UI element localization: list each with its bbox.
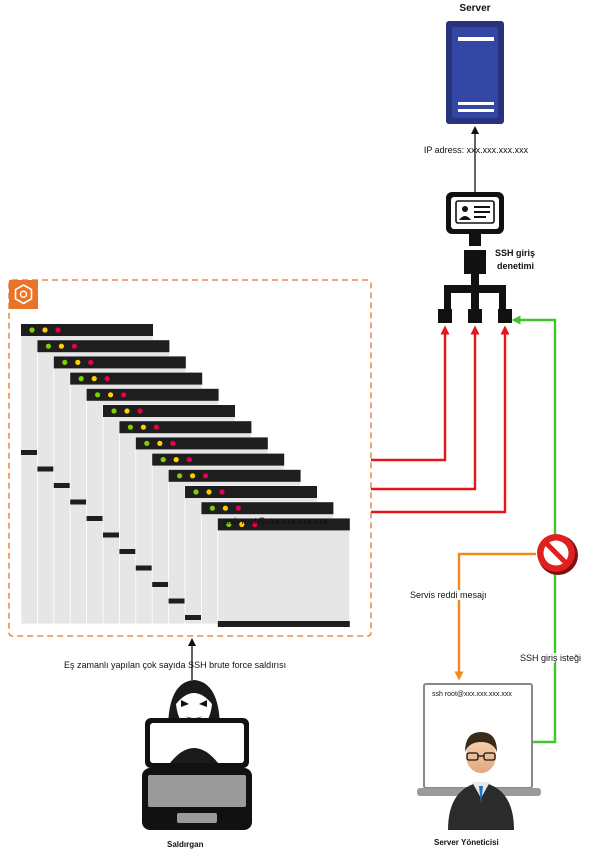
terminal-tab-marker [70,500,86,505]
window-control-dot [79,376,84,381]
terminal-titlebar [152,454,284,466]
window-control-dot [72,344,77,349]
window-control-dot [210,506,215,511]
window-control-dot [223,506,228,511]
terminal-titlebar [87,389,219,401]
window-control-dot [174,457,179,462]
terminal-titlebar [103,405,235,417]
terminal-window [218,518,350,624]
terminal-tab-marker [54,483,70,488]
terminal-tab-marker [103,533,119,538]
terminal-tab-marker [136,566,152,571]
window-control-dot [88,360,93,365]
window-control-dot [105,376,110,381]
window-control-dot [203,473,208,478]
terminal-stack [21,324,350,627]
terminal-titlebar [136,437,268,449]
terminal-titlebar [119,421,251,433]
window-control-dot [62,360,67,365]
window-control-dot [219,489,224,494]
terminal-titlebar [169,470,301,482]
terminal-tab-marker [87,516,103,521]
ssh-request-label: SSH giriş isteği [520,653,581,663]
terminal-tab-marker [37,467,53,472]
terminal-titlebar [185,486,317,498]
terminal-tab-marker [152,582,168,587]
window-control-dot [46,344,51,349]
window-control-dot [55,327,60,332]
admin-label: Server Yöneticisi [434,838,499,847]
window-control-dot [29,327,34,332]
terminal-tab-marker [169,599,185,604]
window-control-dot [206,489,211,494]
terminal-command-text: ssh root@xxx.xxx.xxx.xxx [225,516,328,526]
attacker-label: Saldırgan [167,840,203,849]
window-control-dot [154,425,159,430]
window-control-dot [141,425,146,430]
terminal-tab-marker [185,615,201,620]
terminal-titlebar [21,324,153,336]
server-title: Server [446,3,504,14]
ssh-request-flow-line [516,320,555,742]
id-card-monitor-icon [446,192,504,246]
terminal-titlebar [201,502,333,514]
ssh-check-label-line2: denetimi [497,261,534,271]
window-control-dot [170,441,175,446]
window-control-dot [42,327,47,332]
window-control-dot [75,360,80,365]
window-control-dot [144,441,149,446]
window-control-dot [137,408,142,413]
attack-flow-lines [371,330,505,512]
window-control-dot [59,344,64,349]
terminal-bottom-bar [218,621,350,627]
hacker-laptop-icon [142,680,252,830]
attack-caption: Eş zamanlı yapılan çok sayıda SSH brute … [64,660,286,670]
window-control-dot [236,506,241,511]
prohibited-icon [537,534,578,575]
window-control-dot [111,408,116,413]
window-control-dot [161,457,166,462]
window-control-dot [128,425,133,430]
terminal-tab-marker [119,549,135,554]
window-control-dot [108,392,113,397]
ssh-check-label-line1: SSH giriş [495,248,535,258]
reject-message-label: Servis reddi mesajı [410,590,487,600]
admin-screen-text: ssh root@xxx.xxx.xxx.xxx [432,691,512,698]
terminal-tab-marker [21,450,37,455]
window-control-dot [121,392,126,397]
window-control-dot [190,473,195,478]
server-icon [446,21,504,124]
window-control-dot [177,473,182,478]
terminal-titlebar [70,373,202,385]
window-control-dot [193,489,198,494]
window-control-dot [92,376,97,381]
server-ip-label: IP adress: xxx.xxx.xxx.xxx [414,145,538,155]
window-control-dot [95,392,100,397]
terminal-titlebar [54,356,186,368]
window-control-dot [187,457,192,462]
admin-laptop-icon [417,684,541,830]
window-control-dot [124,408,129,413]
aws-group-icon [9,280,38,309]
terminal-titlebar [37,340,169,352]
window-control-dot [157,441,162,446]
